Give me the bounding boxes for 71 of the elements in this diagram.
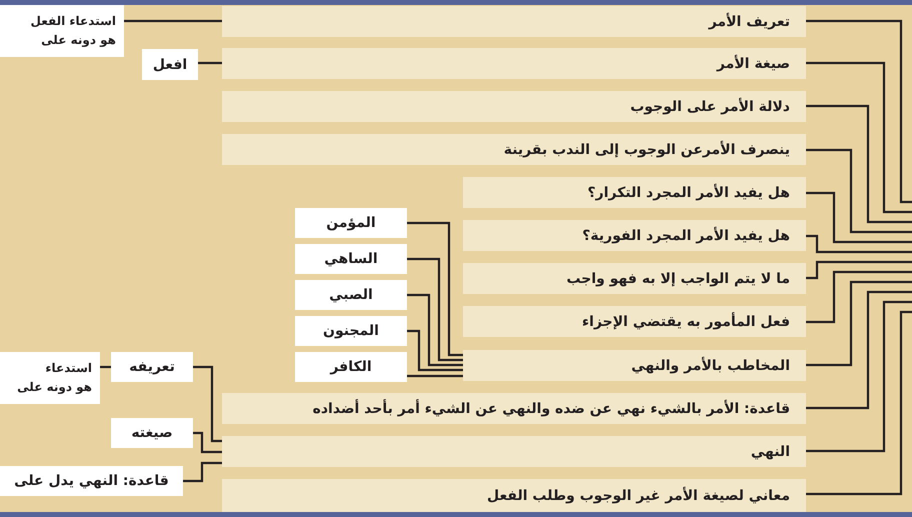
label-box <box>111 352 193 382</box>
label-box <box>111 418 193 448</box>
connector-line <box>806 270 912 324</box>
box-text: الساهي <box>323 250 379 269</box>
topic-bar <box>463 263 806 294</box>
box-text: تعريف الأمر <box>707 12 790 32</box>
connector-line <box>124 20 222 22</box>
box-text: الصبي <box>328 286 374 305</box>
label-box <box>295 280 407 310</box>
connector-line <box>407 258 463 362</box>
topic-bar <box>222 6 806 37</box>
connector-line <box>407 374 463 378</box>
connector-line <box>198 62 222 64</box>
connector-line <box>806 300 912 452</box>
topic-bar <box>222 393 806 424</box>
topic-bar <box>463 350 806 381</box>
topic-bar <box>222 91 806 122</box>
connector-line <box>806 20 912 204</box>
box-text: هل يفيد الأمر المجرد الفورية؟ <box>581 226 790 246</box>
connector-line <box>806 280 912 366</box>
connector-line <box>193 366 222 442</box>
box-text: تعريفه <box>128 358 176 377</box>
topic-bar <box>463 306 806 337</box>
box-text: معاني لصيغة الأمر غير الوجوب وطلب الفعل <box>486 486 790 506</box>
box-text: النهي <box>750 442 790 462</box>
topic-bar <box>222 134 806 165</box>
label-box <box>295 316 407 346</box>
box-text: افعل <box>152 56 188 74</box>
connector-line <box>806 192 912 244</box>
box-text: استدعاء <box>44 360 92 377</box>
box-text: هل يفيد الأمر المجرد التكرار؟ <box>586 182 790 202</box>
topic-bar <box>463 220 806 251</box>
box-text: استدعاء الفعل <box>30 13 116 30</box>
box-text: صيغته <box>130 424 174 443</box>
topic-bar <box>463 177 806 208</box>
connector-line <box>806 290 912 410</box>
label-box <box>295 244 407 274</box>
box-text: الكافر <box>328 358 373 377</box>
box-text: قاعدة: الأمر بالشيء نهي عن ضده والنهي عن الشيء أمر بأحد أضداده <box>312 398 790 418</box>
box-text: ما لا يتم الواجب إلا به فهو واجب <box>565 270 790 288</box>
connector-line <box>806 62 912 214</box>
box-text: فعل المأمور به يقتضي الإجزاء <box>581 312 790 332</box>
connector-line <box>806 310 912 496</box>
box-text: صيغة الأمر <box>715 54 790 74</box>
label-box <box>295 352 407 382</box>
topic-bar <box>222 479 806 512</box>
box-text: دلالة الأمر على الوجوب <box>629 96 790 116</box>
box-text: هو دونه على <box>16 379 92 396</box>
box-text: قاعدة: النهي يدل على <box>13 472 170 491</box>
box-text: ينصرف الأمرعن الوجوب إلى الندب بقرينة <box>502 140 790 160</box>
connector-line <box>407 330 463 372</box>
connector-line <box>183 462 222 482</box>
connector-line <box>806 148 912 234</box>
box-text: المؤمن <box>325 214 377 233</box>
connector-line <box>806 104 912 224</box>
connector-line <box>193 432 222 454</box>
connector-line <box>806 234 912 254</box>
connector-line <box>407 294 463 366</box>
connector-line <box>407 222 463 356</box>
label-box <box>142 49 198 80</box>
topic-bar <box>222 436 806 467</box>
label-box <box>0 5 124 57</box>
box-text: المخاطب بالأمر والنهي <box>630 356 790 376</box>
box-text: هو دونه على <box>40 32 116 49</box>
box-text: المجنون <box>322 322 380 341</box>
connector-line <box>806 260 912 280</box>
label-box <box>0 466 183 496</box>
label-box <box>295 208 407 238</box>
topic-bar <box>222 48 806 79</box>
label-box <box>0 352 100 404</box>
connector-line <box>100 366 111 368</box>
